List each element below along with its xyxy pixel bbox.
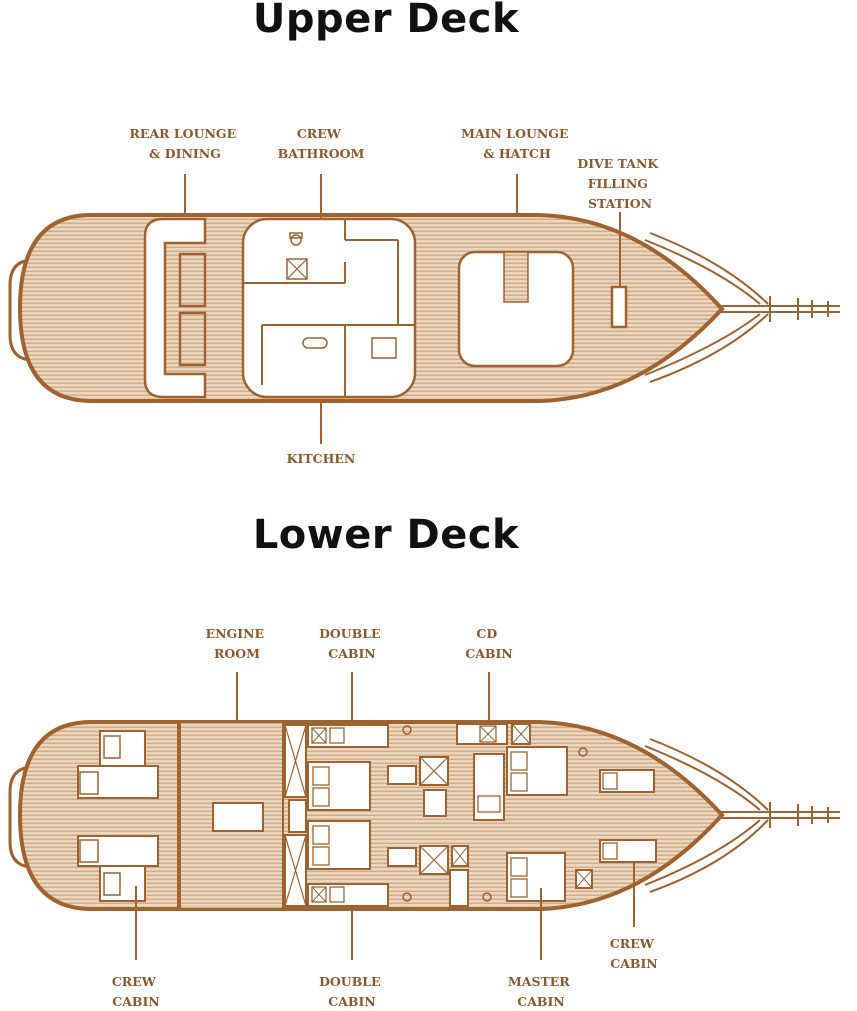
label-cd-cabin: CD CABIN (465, 626, 513, 661)
lower-leader-lines (135, 672, 635, 960)
upper-deck-title: Upper Deck (252, 0, 520, 42)
main-lounge-area (457, 250, 575, 368)
lower-stern-bumper (8, 765, 31, 869)
lower-deck-title: Lower Deck (252, 512, 520, 558)
rear-lounge-area (143, 217, 207, 399)
double-cabins (307, 724, 389, 907)
engine-room-area (179, 721, 284, 910)
label-crew-bathroom: CREW BATHROOM (278, 126, 365, 161)
label-main-lounge: MAIN LOUNGE & HATCH (461, 126, 573, 161)
upper-stern-bumper (8, 258, 31, 362)
cd-master-cabins (456, 723, 593, 902)
label-kitchen: KITCHEN (287, 451, 356, 466)
label-crew-cabin-right: CREW CABIN (610, 936, 658, 971)
label-master-cabin: MASTER CABIN (508, 974, 574, 1009)
kitchen-bathroom-block (241, 217, 417, 399)
label-engine-room: ENGINE ROOM (206, 626, 269, 661)
upper-leader-lines (184, 174, 621, 444)
upper-bowsprit (644, 232, 840, 383)
label-rear-lounge: REAR LOUNGE & DINING (130, 126, 241, 161)
storage-columns (284, 724, 307, 907)
lower-bowsprit (644, 738, 840, 893)
label-double-cabin-top: DOUBLE CABIN (319, 626, 385, 661)
upper-deck-plan: REAR LOUNGE & DINING CREW BATHROOM MAIN … (8, 126, 840, 466)
dive-tank-station (610, 285, 628, 329)
central-bathrooms (387, 725, 588, 907)
label-crew-cabin-left: CREW CABIN (112, 974, 160, 1009)
label-dive-tank: DIVE TANK FILLING STATION (577, 156, 662, 211)
label-double-cabin-bottom: DOUBLE CABIN (319, 974, 385, 1009)
lower-deck-plan: ENGINE ROOM DOUBLE CABIN CD CABIN CREW C… (8, 626, 840, 1009)
stern-crew-cabins (77, 722, 179, 909)
bow-crew-cabin (599, 769, 657, 863)
